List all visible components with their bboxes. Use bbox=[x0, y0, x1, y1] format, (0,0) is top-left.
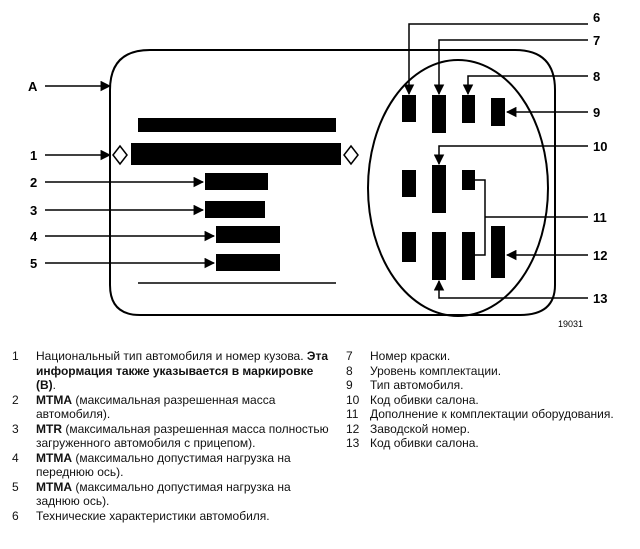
legend-item: 9 Тип автомобиля. bbox=[346, 378, 636, 393]
label-9: 9 bbox=[593, 105, 600, 120]
label-3: 3 bbox=[30, 203, 37, 218]
legend-text: Тип автомобиля. bbox=[370, 378, 464, 392]
legend-text: Дополнение к комплектации оборудования. bbox=[370, 407, 614, 421]
bar-4 bbox=[216, 226, 280, 243]
legend-text: Номер краски. bbox=[370, 349, 451, 363]
diamond-left bbox=[112, 144, 128, 166]
code-bar-10 bbox=[432, 165, 446, 213]
label-6: 6 bbox=[593, 10, 600, 25]
legend-text: Национальный тип автомобиля и номер кузо… bbox=[36, 349, 328, 392]
legend-item: 1 Национальный тип автомобиля и номер ку… bbox=[12, 349, 332, 393]
code-bar-11 bbox=[462, 232, 475, 280]
code-bar-8 bbox=[462, 95, 475, 123]
legend-item: 11 Дополнение к комплектации оборудовани… bbox=[346, 407, 636, 422]
legend-bold-note: Эта информация также указывается в марки… bbox=[36, 349, 328, 392]
legend-item: 8 Уровень комплектации. bbox=[346, 364, 636, 379]
legend-num: 12 bbox=[346, 421, 360, 436]
legend-num: 3 bbox=[12, 421, 19, 436]
legend-item: 12 Заводской номер. bbox=[346, 422, 636, 437]
label-12: 12 bbox=[593, 248, 607, 263]
legend-num: 7 bbox=[346, 349, 353, 363]
bar-5 bbox=[216, 254, 280, 271]
bracket-11 bbox=[475, 179, 486, 256]
legend-text: Заводской номер. bbox=[370, 421, 470, 436]
label-1: 1 bbox=[30, 148, 37, 163]
legend-item: 6 Технические характеристики автомобиля. bbox=[12, 509, 332, 524]
diamond-right bbox=[343, 144, 359, 166]
code-bar-6 bbox=[402, 95, 416, 122]
legend-text: Технические характеристики автомобиля. bbox=[36, 508, 270, 523]
legend-left: 1 Национальный тип автомобиля и номер ку… bbox=[12, 349, 332, 523]
legend-num: 2 bbox=[12, 392, 19, 407]
bar-2 bbox=[205, 173, 268, 190]
figure-code: 19031 bbox=[558, 319, 583, 329]
legend-item: 13 Код обивки салона. bbox=[346, 436, 636, 451]
bar-1 bbox=[131, 143, 341, 165]
legend-item: 7 Номер краски. bbox=[346, 349, 636, 364]
label-8: 8 bbox=[593, 69, 600, 84]
label-2: 2 bbox=[30, 175, 37, 190]
legend-item: 4 MTMA (максимально допустимая нагрузка … bbox=[12, 451, 332, 480]
legend-right: 7 Номер краски. 8 Уровень комплектации. … bbox=[346, 349, 636, 451]
legend-text: Код обивки салона. bbox=[370, 392, 479, 407]
arrow-10 bbox=[433, 145, 588, 166]
legend-num: 6 bbox=[12, 508, 19, 523]
label-13: 13 bbox=[593, 291, 607, 306]
arrow-13 bbox=[433, 279, 588, 299]
legend-num: 8 bbox=[346, 363, 353, 378]
legend-item: 3 MTR (максимальная разрешенная масса по… bbox=[12, 422, 332, 451]
legend-num: 1 bbox=[12, 349, 19, 363]
plate-outline bbox=[109, 49, 556, 316]
code-bar-12 bbox=[491, 226, 505, 278]
legend-item: 5 MTMA (максимально допустимая нагрузка … bbox=[12, 480, 332, 509]
legend-text: MTMA (максимально допустимая нагрузка на… bbox=[36, 450, 291, 480]
code-bar-13 bbox=[432, 232, 446, 280]
legend-item: 10 Код обивки салона. bbox=[346, 393, 636, 408]
code-bar-9 bbox=[491, 98, 505, 126]
vehicle-plate-diagram: A 1 2 3 4 5 6 7 8 9 10 11 12 13 19031 bbox=[28, 10, 607, 329]
label-A: A bbox=[28, 79, 38, 94]
legend-text: MTR (максимальная разрешенная масса полн… bbox=[36, 421, 329, 451]
bar-3 bbox=[205, 201, 265, 218]
legend-num: 4 bbox=[12, 450, 19, 465]
legend-text: MTMA (максимальная разрешенная масса авт… bbox=[36, 392, 276, 422]
legend-num: 10 bbox=[346, 392, 360, 407]
bar-top bbox=[138, 118, 336, 132]
code-bar-row3-a bbox=[402, 232, 416, 262]
legend-num: 13 bbox=[346, 436, 360, 450]
arrow-6 bbox=[403, 23, 588, 96]
code-bar-row2-c bbox=[462, 170, 475, 190]
label-5: 5 bbox=[30, 256, 37, 271]
legend-text: Код обивки салона. bbox=[370, 436, 479, 450]
legend-item: 2 MTMA (максимальная разрешенная масса а… bbox=[12, 393, 332, 422]
legend-num: 5 bbox=[12, 479, 19, 494]
code-ellipse bbox=[367, 59, 549, 317]
label-11: 11 bbox=[593, 210, 607, 225]
label-4: 4 bbox=[30, 229, 38, 244]
legend-text: Уровень комплектации. bbox=[370, 363, 502, 378]
code-bar-7 bbox=[432, 95, 446, 133]
arrow-8 bbox=[462, 75, 588, 96]
code-bar-row2-a bbox=[402, 170, 416, 197]
legend-num: 11 bbox=[346, 407, 359, 421]
legend-text: MTMA (максимально допустимая нагрузка на… bbox=[36, 479, 291, 509]
arrow-7 bbox=[433, 39, 588, 96]
label-7: 7 bbox=[593, 33, 600, 48]
legend-num: 9 bbox=[346, 378, 353, 392]
label-10: 10 bbox=[593, 139, 607, 154]
